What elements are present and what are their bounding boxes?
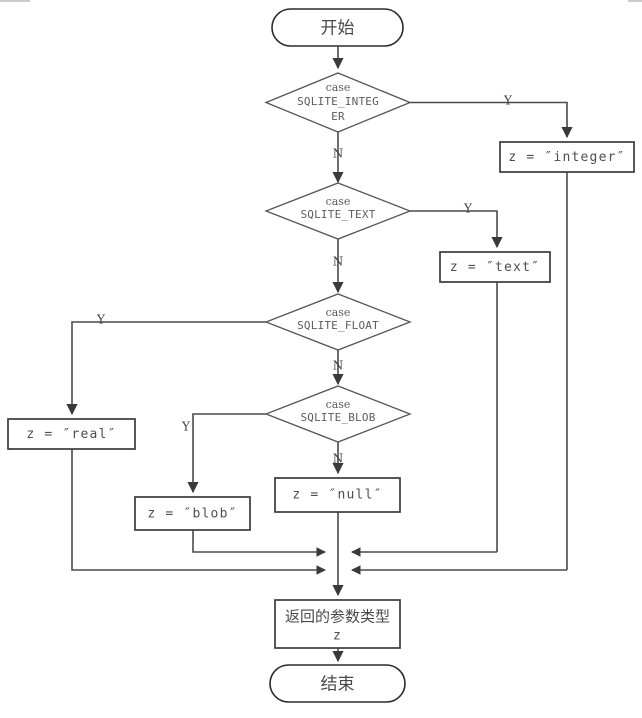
edge-label-integer-yes: Y: [503, 94, 513, 108]
edge-label-integer-no: N: [333, 147, 344, 161]
decision-integer-line2: SQLITE_INTEG: [297, 95, 379, 108]
assign-real-label: z = ″real″: [26, 427, 116, 442]
edge-label-text-yes: Y: [463, 202, 473, 216]
edge-integer-yes: [410, 101, 573, 139]
start-node-label: 开始: [321, 19, 355, 39]
return-box: [274, 599, 401, 649]
decision-float-line1: case: [326, 306, 351, 319]
return-box-line1: 返回的参数类型: [285, 608, 390, 626]
assign-blob-label: z = ″blob″: [147, 507, 237, 522]
edge-float-yes: [66, 321, 266, 416]
edge-label-text-no: N: [333, 255, 344, 269]
decision-integer-line3: ER: [331, 110, 345, 123]
decision-blob-line1: case: [326, 398, 351, 411]
edge-label-float-no: N: [333, 359, 344, 373]
end-node: [269, 664, 406, 703]
return-box-line2: z: [333, 629, 342, 644]
assign-null-label: z = ″null″: [292, 488, 382, 503]
decision-text-line2: SQLITE_TEXT: [300, 208, 375, 221]
decision-integer-line1: case: [326, 81, 351, 94]
edge-label-float-yes: Y: [96, 313, 106, 327]
end-node-label: 结束: [321, 675, 355, 695]
assign-real-box: [7, 418, 136, 450]
decision-float-line2: SQLITE_FLOAT: [297, 319, 379, 332]
edge-blob-to-merge: [192, 530, 326, 557]
assign-text-box: [439, 251, 551, 283]
decision-text-line1: case: [326, 195, 351, 208]
decision-blob-line2: SQLITE_BLOB: [300, 411, 375, 424]
edge-blob-yes: [187, 413, 266, 494]
edge-text-yes: [410, 210, 503, 249]
edge-label-blob-yes: Y: [181, 420, 191, 434]
assign-integer-label: z = ″integer″: [508, 150, 625, 165]
assign-text-label: z = ″text″: [450, 260, 540, 275]
edge-label-blob-no: N: [333, 452, 344, 466]
edge-real-to-merge: [71, 449, 326, 575]
